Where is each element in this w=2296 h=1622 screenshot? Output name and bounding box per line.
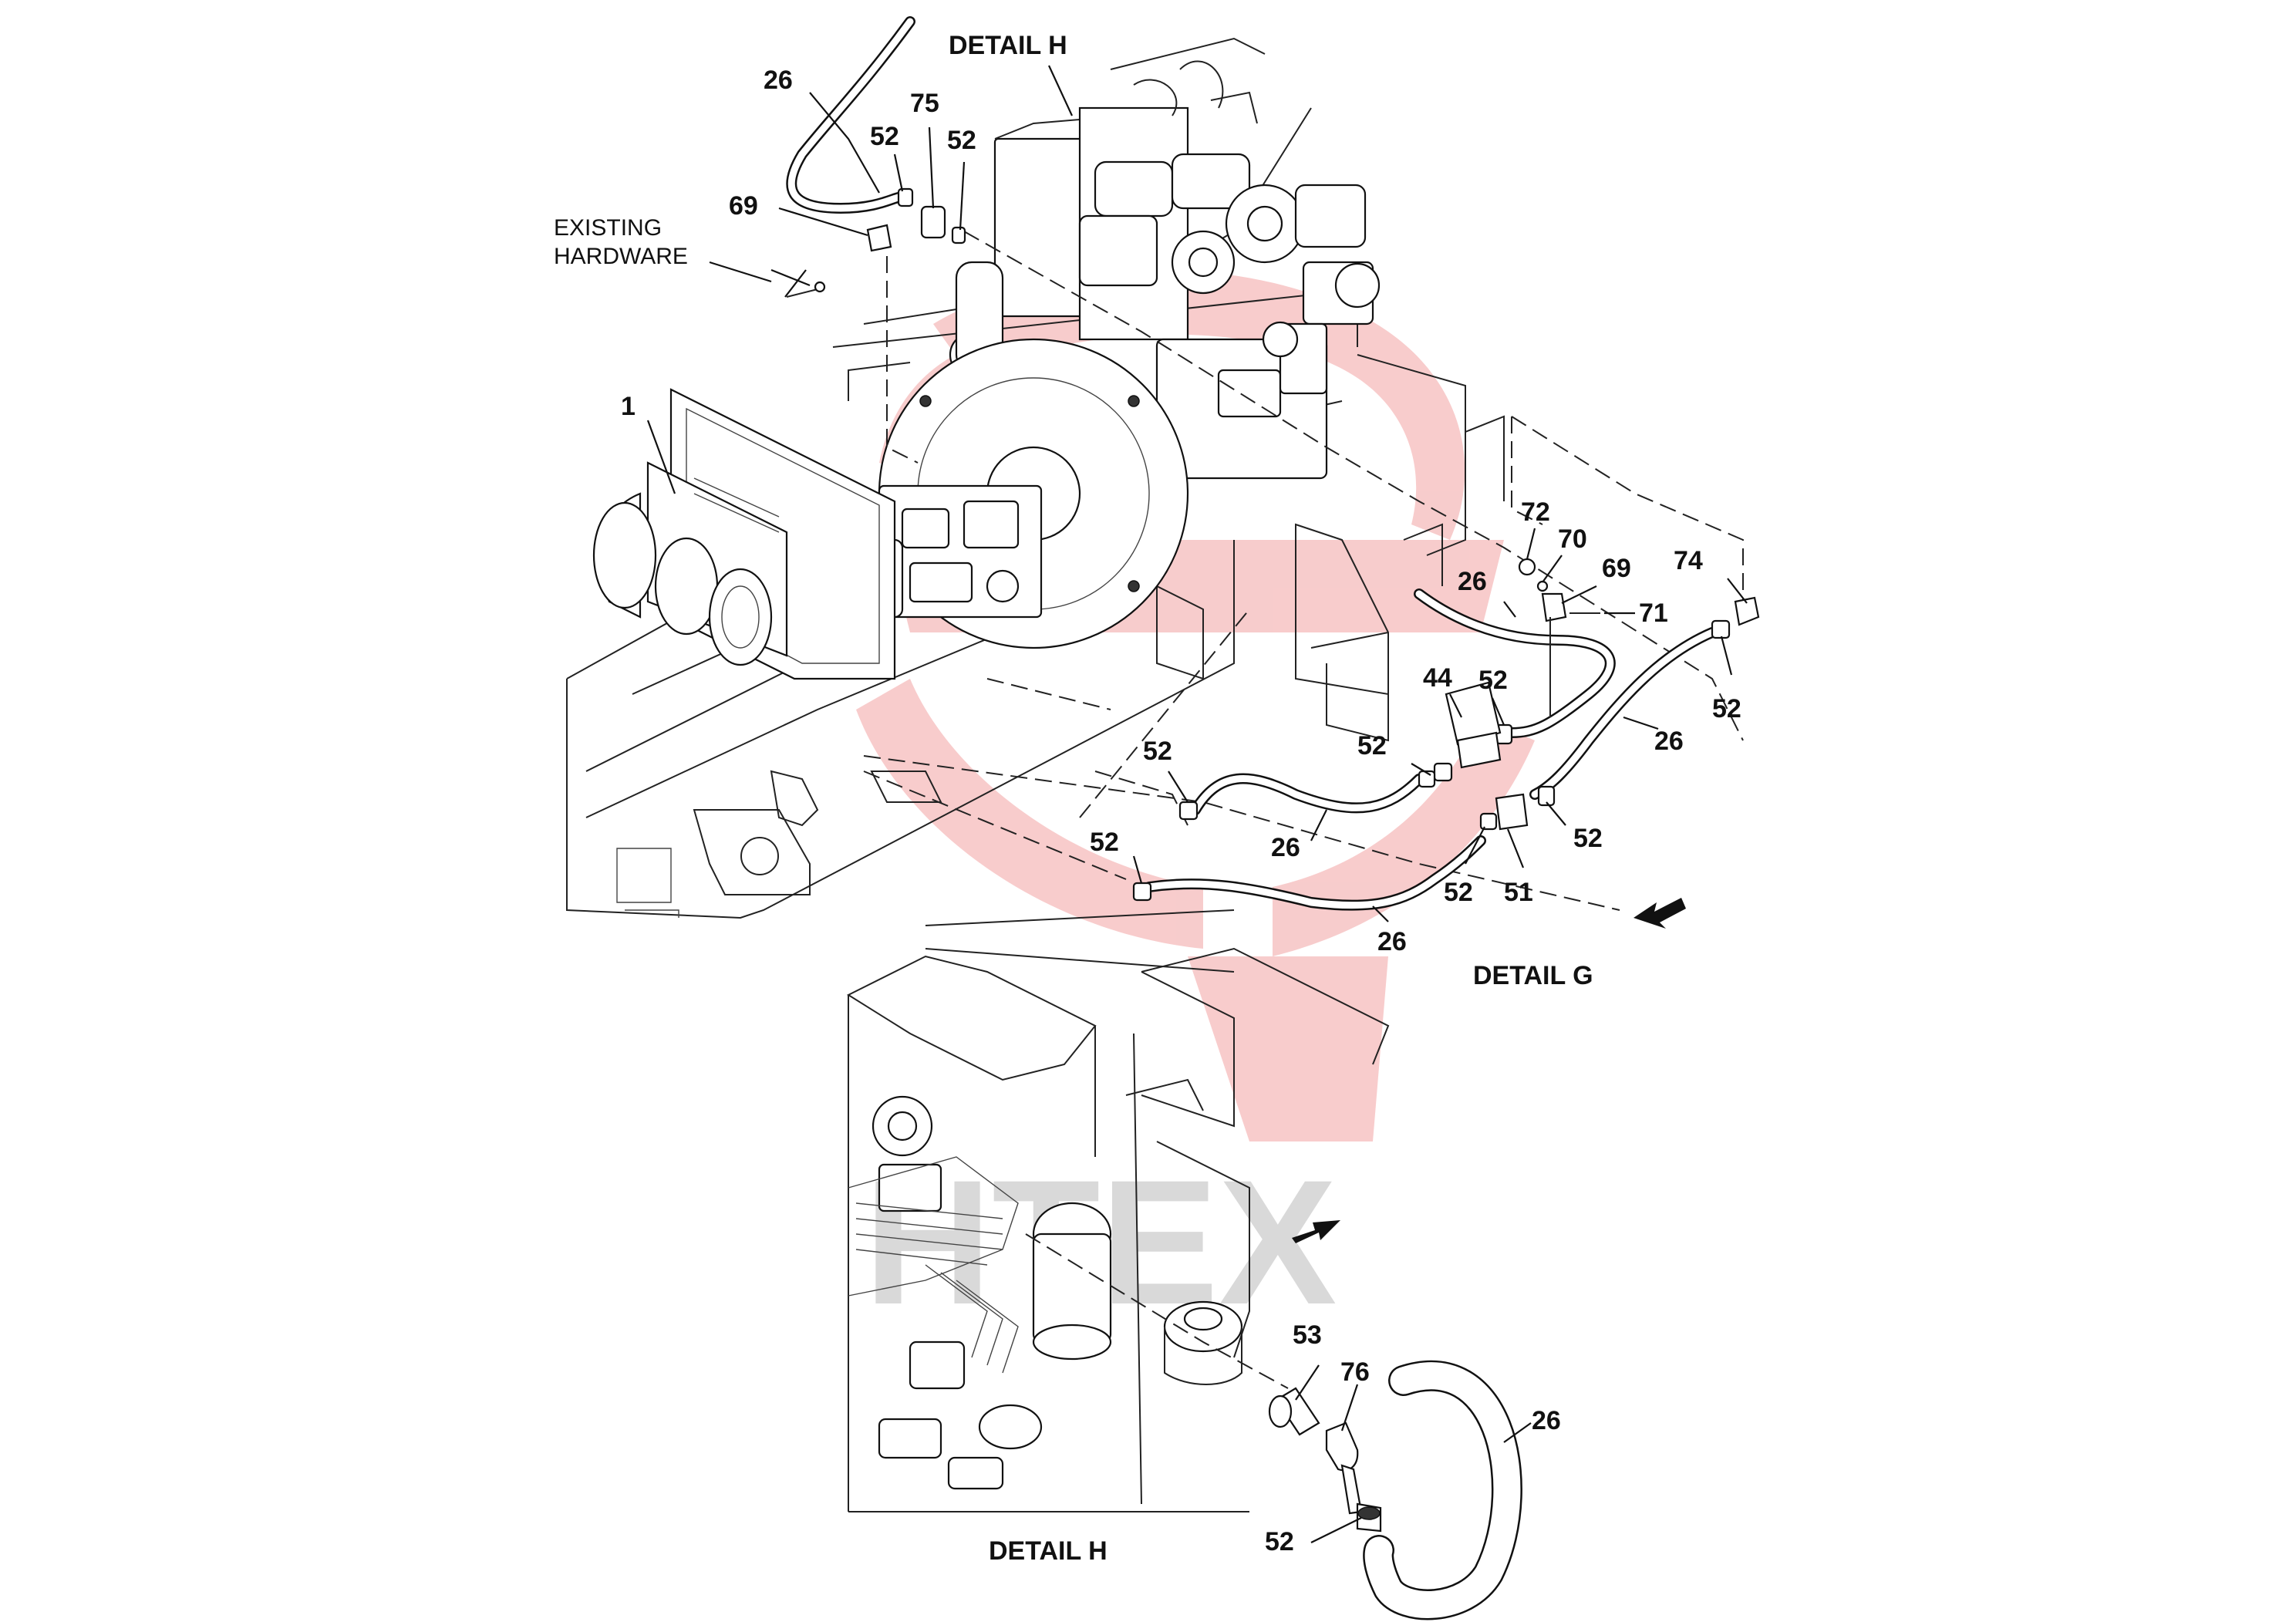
direction-arrow-h xyxy=(1292,1220,1340,1243)
callout-1: 1 xyxy=(621,392,636,421)
callout-71: 71 xyxy=(1639,599,1668,628)
detail-h-routing xyxy=(1025,1233,1289,1389)
callout-70: 70 xyxy=(1558,524,1587,554)
callout-52-f: 52 xyxy=(1143,737,1172,766)
callout-69-right: 69 xyxy=(1602,554,1631,583)
callout-52-i: 52 xyxy=(1444,878,1473,907)
callout-44: 44 xyxy=(1423,663,1452,693)
existing-hardware-line2: HARDWARE xyxy=(554,244,688,269)
callout-75: 75 xyxy=(910,89,939,118)
callout-26-mid: 26 xyxy=(1458,567,1487,596)
callout-52-a: 52 xyxy=(870,122,899,151)
callout-52-detail: 52 xyxy=(1265,1527,1294,1556)
callout-52-c: 52 xyxy=(1478,666,1508,695)
title-detail-h-bottom: DETAIL H xyxy=(989,1536,1108,1566)
detail-h-view xyxy=(846,947,1390,1512)
hose-middle xyxy=(1414,558,1616,782)
title-detail-h-top: DETAIL H xyxy=(949,31,1067,60)
heater-unit xyxy=(592,388,896,680)
callout-52-h: 52 xyxy=(1090,828,1119,857)
title-detail-g: DETAIL G xyxy=(1473,961,1593,990)
callout-53: 53 xyxy=(1293,1320,1322,1350)
callout-52-e: 52 xyxy=(1357,731,1387,760)
pump-assembly xyxy=(847,338,1189,649)
callout-52-g: 52 xyxy=(1573,824,1603,853)
existing-hardware-line1: EXISTING xyxy=(554,215,662,241)
callout-51: 51 xyxy=(1504,878,1533,907)
callout-72: 72 xyxy=(1521,497,1550,527)
detail-h-hose xyxy=(1268,1360,1522,1620)
leader-lines xyxy=(646,65,1748,1543)
hose-lower xyxy=(1178,770,1436,821)
callout-26-top: 26 xyxy=(764,66,793,95)
direction-arrow-g xyxy=(1633,898,1686,929)
callout-69-top: 69 xyxy=(729,191,758,221)
callout-76: 76 xyxy=(1340,1357,1370,1387)
hose-top-loop xyxy=(786,16,966,298)
callout-26-right: 26 xyxy=(1654,727,1684,756)
hose-right xyxy=(1479,596,1760,831)
callout-26-detail: 26 xyxy=(1532,1406,1561,1435)
callout-52-d: 52 xyxy=(1712,694,1741,723)
callout-26-low: 26 xyxy=(1271,833,1300,862)
callout-26-bottom: 26 xyxy=(1377,927,1407,956)
hose-bottom xyxy=(1132,835,1486,911)
callout-74: 74 xyxy=(1674,546,1703,575)
callout-52-b: 52 xyxy=(947,126,976,155)
